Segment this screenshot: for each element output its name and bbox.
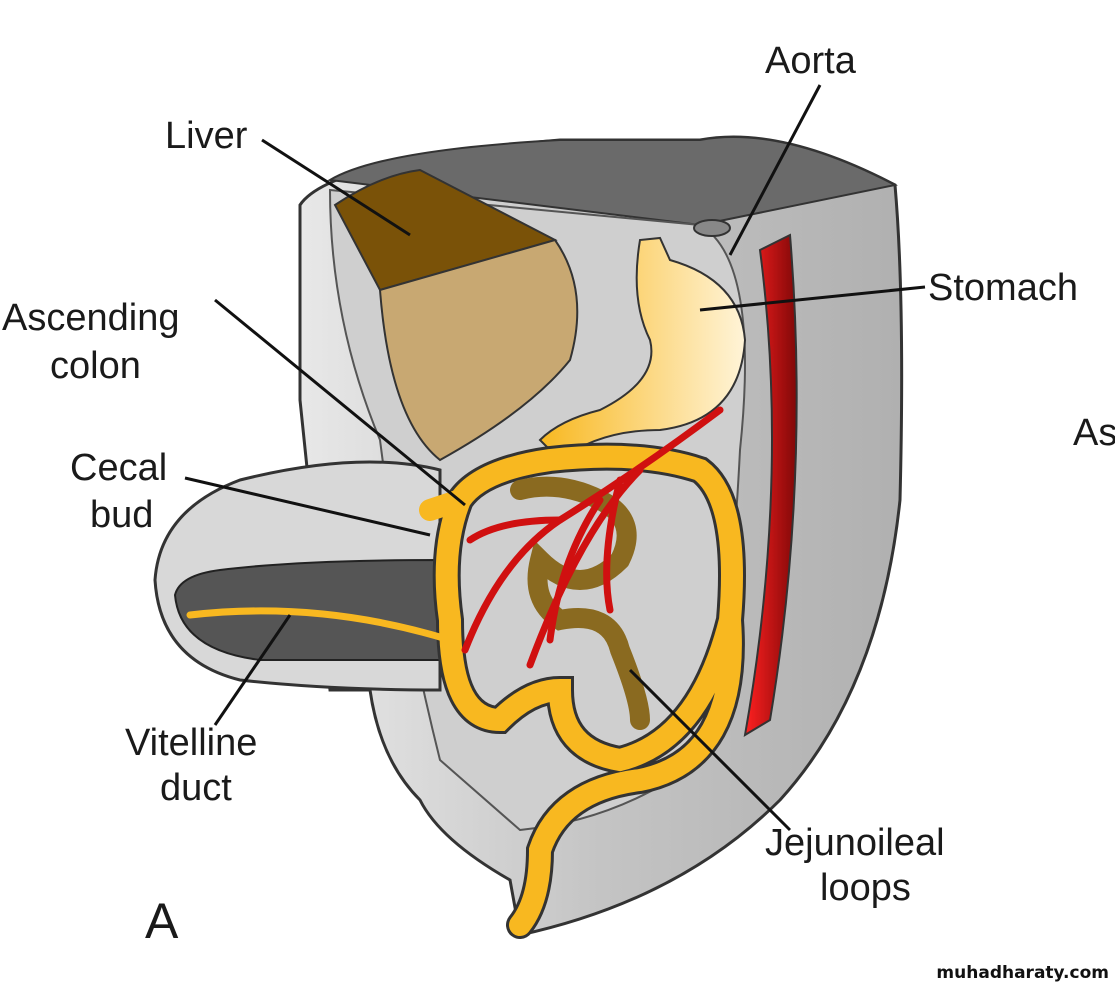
- figure-letter: A: [145, 893, 179, 949]
- label-aorta: Aorta: [765, 40, 857, 82]
- watermark: muhadharaty.com: [936, 963, 1109, 983]
- aorta-opening: [693, 219, 731, 237]
- label-cut-off: As: [1073, 412, 1115, 454]
- leader-lines: [184, 84, 926, 832]
- label-vitelline-duct-2: duct: [160, 767, 232, 809]
- label-jejunoileal-loops-1: Jejunoileal: [765, 822, 945, 864]
- top-surface: [326, 136, 898, 227]
- label-vitelline-duct-1: Vitelline: [125, 722, 257, 764]
- liver-cut-surface: [378, 238, 579, 462]
- label-ascending-colon-2: colon: [50, 345, 141, 387]
- aorta: [743, 233, 798, 737]
- label-cecal-bud-1: Cecal: [70, 447, 167, 489]
- label-jejunoileal-loops-2: loops: [820, 867, 911, 909]
- vitelline-duct: [186, 607, 454, 644]
- label-cecal-bud-2: bud: [90, 494, 153, 536]
- label-stomach: Stomach: [928, 267, 1078, 309]
- label-ascending-colon-1: Ascending: [2, 297, 179, 339]
- mesenteric-arteries: [461, 406, 724, 669]
- label-liver: Liver: [165, 115, 248, 157]
